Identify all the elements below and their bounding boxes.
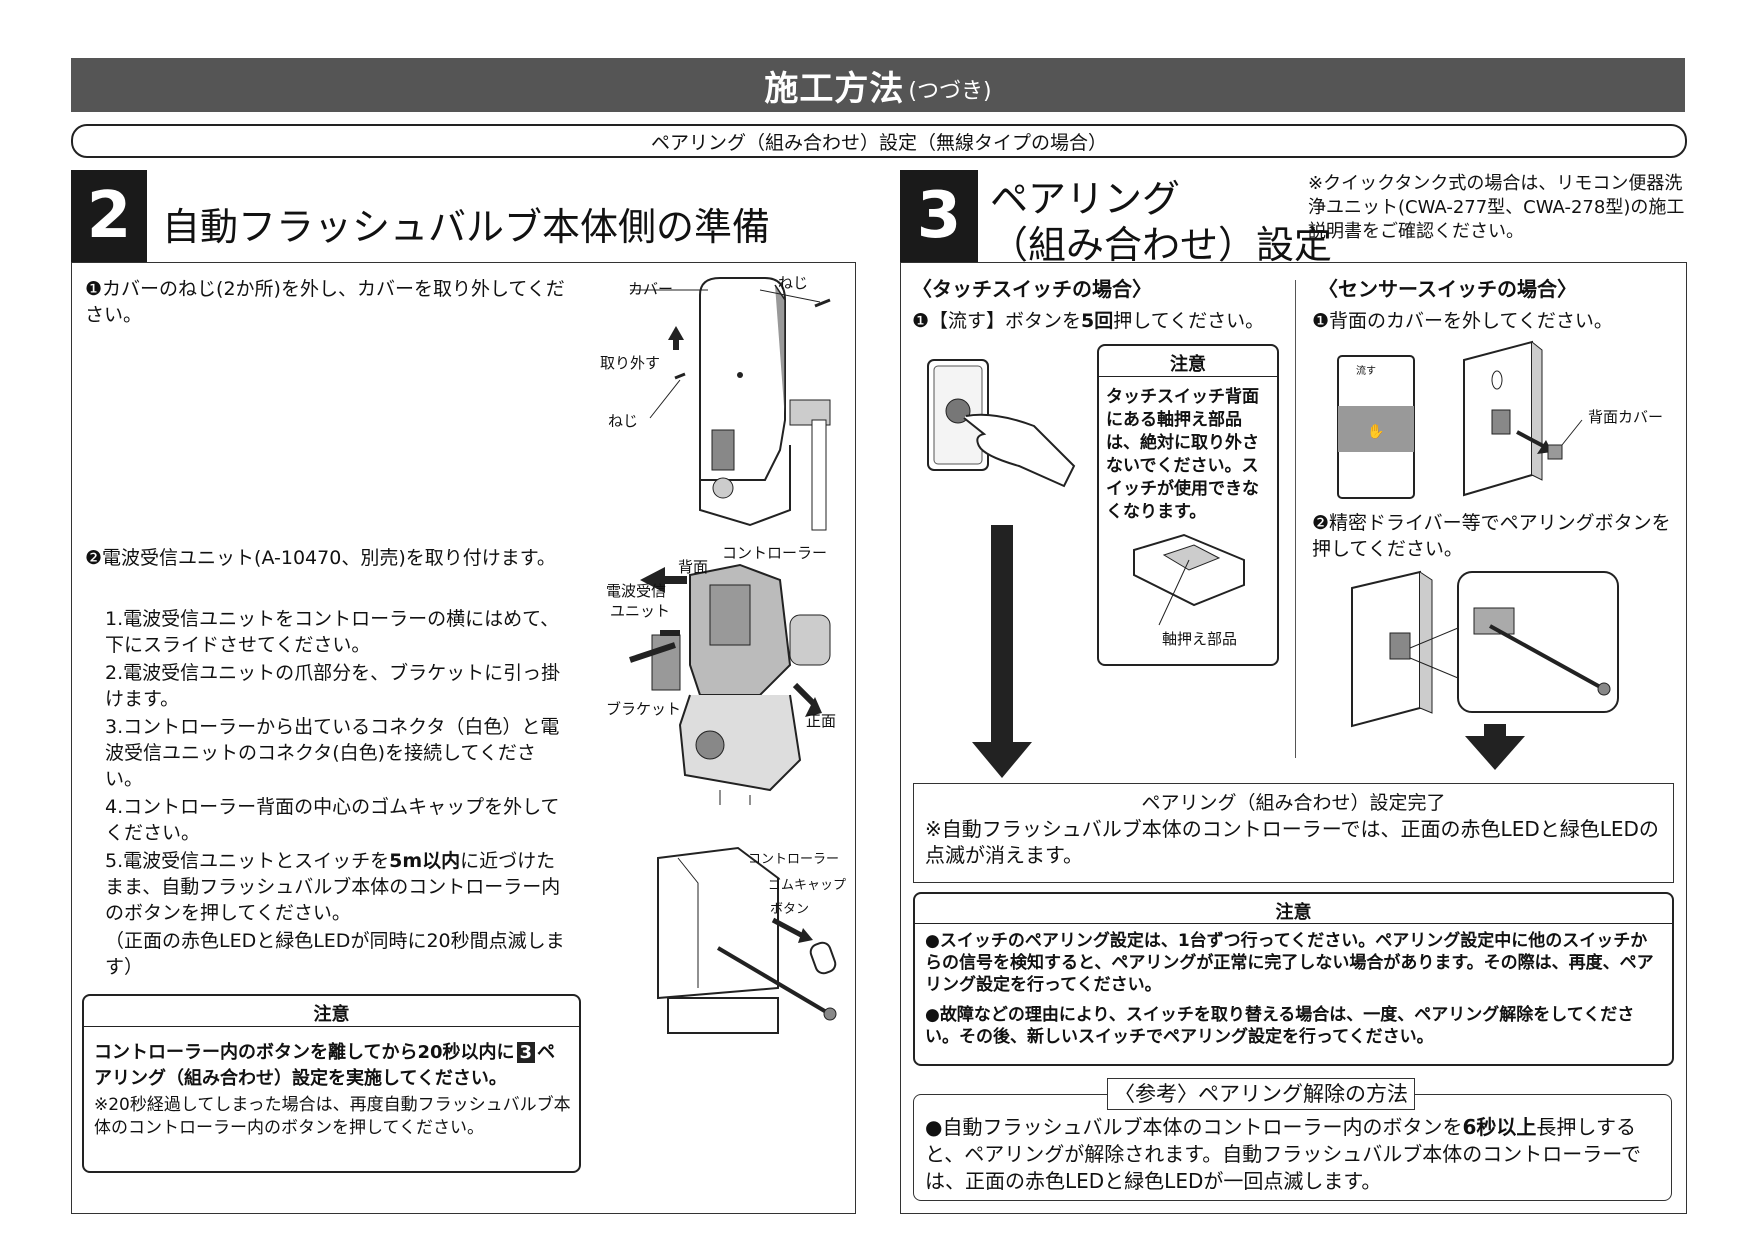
touch-step-c: 押してください。 [1113, 310, 1265, 332]
page-header: 施工方法 (つづき) [71, 58, 1685, 112]
touch-caution-title: 注意 [1170, 354, 1206, 375]
sec2-led-note: （正面の赤色LEDと緑色LEDが同時に20秒間点滅します） [105, 930, 565, 978]
page-title: 施工方法 [764, 68, 905, 109]
radio-unit-figure [629, 563, 831, 805]
section-2-number: 2 [71, 170, 147, 262]
fig2-bracket-label: ブラケット [606, 700, 682, 718]
complete-title: ペアリング（組み合わせ）設定完了 [1141, 792, 1446, 814]
sensor-arrow-head [1465, 736, 1525, 770]
section-2-panel [71, 262, 856, 1214]
section-3-number: 3 [900, 170, 978, 262]
complete-text: ※自動フラッシュバルブ本体のコントローラーでは、正面の赤色LEDと緑色LEDの点… [925, 817, 1659, 867]
sensor-switch-label: 流す [1356, 366, 1376, 377]
fig2-back-label: 背面 [678, 558, 709, 576]
fig1-remove-label: 取り外す [600, 354, 661, 372]
reference-text-a: ●自動フラッシュバルブ本体のコントローラー内のボタンを [925, 1115, 1463, 1139]
sec2-caution-title: 注意 [313, 1004, 350, 1025]
cover-removal-figure [630, 277, 831, 531]
sensor-arrow-shaft [1484, 724, 1506, 738]
reference-text-c: 長押しすると、ペアリングが解除されます。自動フラッシュバルブ本体のコントローラー… [925, 1115, 1641, 1193]
sec2-step2: ❷電波受信ユニット(A-10470、別売)を取り付けます。 [85, 547, 556, 569]
sec2-item-4: 4.コントローラー背面の中心のゴムキャップを外してください。 [105, 796, 560, 844]
sec2-caution-text-a: コントローラー内のボタンを離してから20秒以内に [94, 1042, 515, 1063]
sec2-item-5-c: に近づけたまま、自動フラッシュバルブ本体のコントローラー内のボタンを押してくださ… [105, 850, 561, 924]
sec3-caution-bullet-1: ●スイッチのペアリング設定は、1台ずつ行ってください。ペアリング設定中に他のスイ… [925, 931, 1654, 995]
section-3-title-2: （組み合わせ）設定 [990, 223, 1333, 267]
fig3-rubber-cap-label: ゴムキャップ [768, 878, 847, 893]
sec2-item-2: 2.電波受信ユニットの爪部分を、ブラケットに引っ掛けます。 [105, 662, 561, 710]
fig2-front-label: 正面 [806, 712, 837, 730]
pairing-button-figure [1351, 570, 1619, 728]
section-3-panel [900, 262, 1687, 1214]
section-subheader: ペアリング（組み合わせ）設定（無線タイプの場合） [71, 124, 1687, 158]
sec2-caution-divider [84, 1026, 579, 1027]
fig2-controller-label: コントローラー [722, 544, 828, 562]
fig1-cover-label: カバー [628, 280, 674, 298]
sec2-caution-box [82, 994, 581, 1173]
touch-caution-divider [1099, 376, 1277, 377]
sec3-caution-bullet-2: ●故障などの理由により、スイッチを取り替える場合は、一度、ペアリング解除をしてく… [925, 1005, 1635, 1047]
switch-divider [1295, 280, 1296, 758]
sec2-item-3: 3.コントローラーから出ているコネクタ（白色）と電波受信ユニットのコネクタ(白色… [105, 716, 560, 790]
fig3-controller-label: コントローラー [748, 852, 840, 867]
touch-switch-figure [927, 359, 1076, 488]
sec2-caution-text-b: ペアリング（組み合わせ）設定を実施してください。 [94, 1042, 556, 1089]
touch-step-a: ❶【流す】ボタンを [912, 310, 1082, 332]
section-3-note: ※クイックタンク式の場合は、リモコン便器洗浄ユニット(CWA-277型、CWA-… [1308, 173, 1685, 242]
sec3-caution-box [913, 892, 1674, 1066]
sec3-caution-divider [915, 923, 1672, 924]
sec2-item-5-a: 5.電波受信ユニットとスイッチを [105, 850, 390, 872]
shaft-holder-label: 軸押え部品 [1162, 630, 1238, 648]
touch-arrow-head [972, 742, 1032, 778]
section-3-title-1: ペアリング [990, 177, 1181, 221]
reference-text: ●自動フラッシュバルブ本体のコントローラー内のボタンを6秒以上長押しすると、ペア… [925, 1114, 1663, 1195]
touch-arrow-shaft [991, 525, 1013, 747]
fig1-screw-top-label: ねじ [778, 274, 809, 292]
sec2-item-1: 1.電波受信ユニットをコントローラーの横にはめて、下にスライドさせてください。 [105, 608, 560, 656]
sensor-switch-title: 〈センサースイッチの場合〉 [1318, 277, 1577, 301]
sensor-step1: ❶背面のカバーを外してください。 [1312, 310, 1613, 332]
sec2-item-5: 5.電波受信ユニットとスイッチを5m以内に近づけたまま、自動フラッシュバルブ本体… [105, 848, 567, 926]
sec2-caution-note: ※20秒経過してしまった場合は、再度自動フラッシュバルブ本体のコントローラー内の… [94, 1095, 571, 1138]
page-title-suffix: (つづき) [908, 79, 992, 104]
sec2-step1: ❶カバーのねじ(2か所)を外し、カバーを取り外してください。 [85, 278, 565, 326]
touch-step-b: 5回 [1081, 310, 1114, 332]
fig1-screw-bottom-label: ねじ [608, 412, 639, 430]
touch-caution-text: タッチスイッチ背面にある軸押え部品は、絶対に取り外さないでください。スイッチが使… [1106, 387, 1259, 522]
reference-title: 〈参考〉ペアリング解除の方法 [1107, 1078, 1415, 1110]
fig2-radio-unit-label-2: ユニット [610, 602, 671, 620]
sec3-caution-title: 注意 [1275, 902, 1312, 923]
sensor-switch-back-figure [1463, 340, 1583, 497]
sensor-switch-front-figure: ✋ [1337, 355, 1415, 499]
sec2-item-5-b: 5m以内 [389, 850, 461, 872]
controller-button-figure [657, 846, 837, 1034]
back-cover-label: 背面カバー [1588, 408, 1664, 426]
sensor-step2: ❷精密ドライバー等でペアリングボタンを押してください。 [1312, 512, 1671, 560]
fig2-radio-unit-label-1: 電波受信 [606, 582, 667, 600]
touch-caution-box [1097, 344, 1279, 666]
touch-switch-title: 〈タッチスイッチの場合〉 [912, 277, 1152, 301]
reference-text-b: 6秒以上 [1462, 1115, 1537, 1139]
shaft-holder-figure [1133, 533, 1245, 626]
svg-text:✋: ✋ [1367, 423, 1384, 440]
section-2-title: 自動フラッシュバルブ本体側の準備 [162, 205, 771, 249]
touch-switch-step: ❶【流す】ボタンを5回押してください。 [912, 308, 1264, 334]
fig3-button-label: ボタン [770, 902, 810, 917]
complete-box [913, 783, 1674, 883]
sec2-caution-step-ref: 3 [516, 1042, 536, 1063]
